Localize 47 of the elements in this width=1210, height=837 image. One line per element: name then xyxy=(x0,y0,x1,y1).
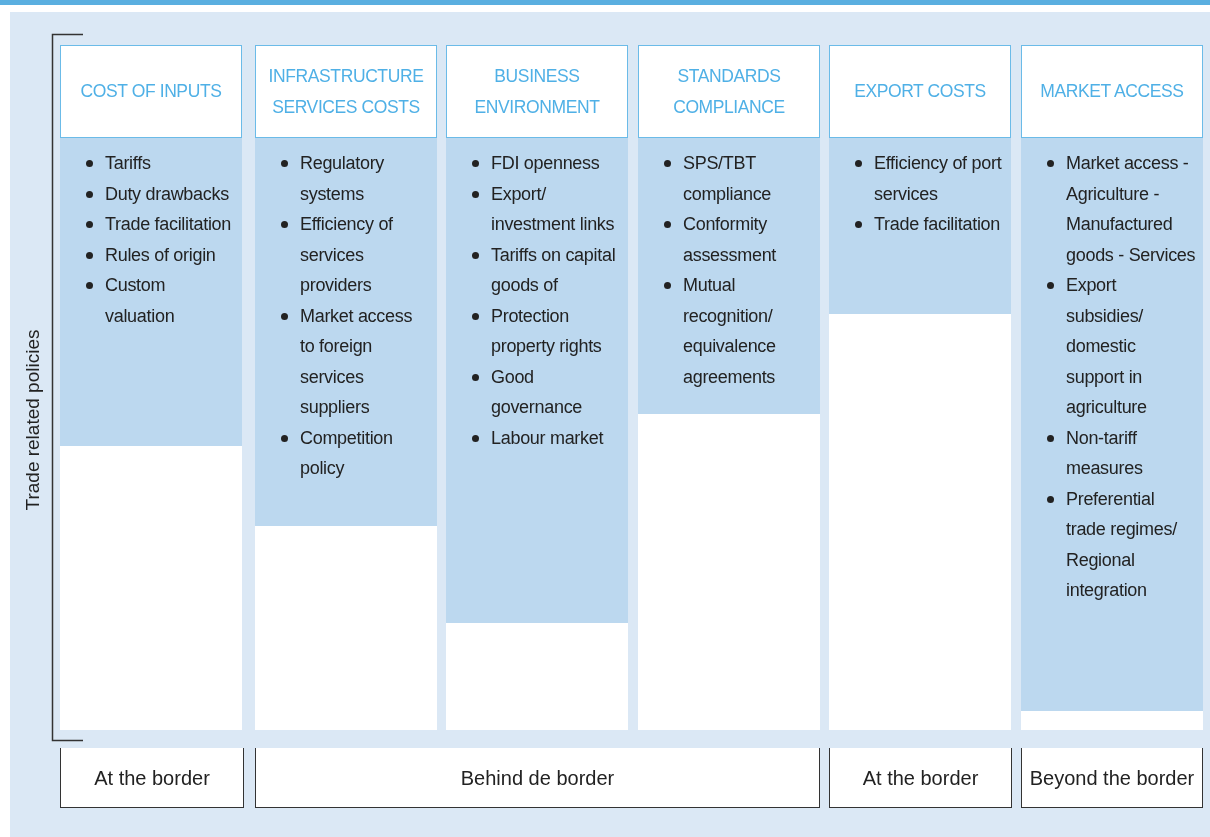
list-item: FDI openness xyxy=(491,152,600,175)
border-category-box: At the border xyxy=(829,748,1012,808)
policy-list xyxy=(255,138,437,526)
list-item: Trade facilitation xyxy=(874,213,1000,236)
list-item: Protection property rights xyxy=(491,304,603,358)
column-panel xyxy=(446,45,628,730)
category-header: INFRASTRUCTURE SERVICES COSTS xyxy=(255,45,437,138)
border-category-box: Beyond the border xyxy=(1021,748,1203,808)
list-item: Trade facilitation xyxy=(105,213,231,236)
border-category-box: At the border xyxy=(60,748,244,808)
list-item: Tariffs on capital goods of xyxy=(491,243,617,297)
category-header: EXPORT COSTS xyxy=(829,45,1011,138)
column-panel xyxy=(60,45,242,730)
list-item: Non-tariff measures xyxy=(1066,426,1144,480)
policy-list xyxy=(446,138,628,623)
policy-list xyxy=(829,138,1011,314)
list-item: Custom valuation xyxy=(105,274,176,328)
list-item: Regulatory systems xyxy=(300,152,386,206)
list-item: Tariffs xyxy=(105,152,151,175)
category-header: MARKET ACCESS xyxy=(1021,45,1203,138)
column-panel xyxy=(1021,45,1203,730)
list-item: SPS/TBT compliance xyxy=(683,152,773,206)
list-item: Conformity assessment xyxy=(683,213,778,267)
policy-list xyxy=(638,138,820,414)
list-item: Good governance xyxy=(491,365,584,419)
column-panel xyxy=(829,45,1011,730)
list-item: Competition policy xyxy=(300,426,394,480)
policy-list xyxy=(1021,138,1203,711)
list-item: Export/ investment links xyxy=(491,182,616,236)
category-header: BUSINESS ENVIRONMENT xyxy=(446,45,628,138)
list-item: Duty drawbacks xyxy=(105,182,229,206)
list-item: Export subsidies/ domestic support in agriculture xyxy=(1066,274,1148,419)
list-item: Market access - Agriculture - Manufactured goods - Services xyxy=(1066,152,1197,267)
list-item: Efficiency of port services xyxy=(874,152,1003,206)
axis-label: Trade related policies xyxy=(20,329,44,511)
border-category-box: Behind de border xyxy=(255,748,820,808)
list-item: Efficiency of services providers xyxy=(300,213,394,297)
column-panel xyxy=(638,45,820,730)
list-item: Market access to foreign services suppliers xyxy=(300,304,414,419)
policy-list xyxy=(60,138,242,446)
list-item: Rules of origin xyxy=(105,243,216,267)
category-header: STANDARDS COMPLIANCE xyxy=(638,45,820,138)
column-panel xyxy=(255,45,437,730)
list-item: Labour market xyxy=(491,426,604,450)
list-item: Preferential trade regimes/ Regional integration xyxy=(1066,487,1178,602)
category-header: COST OF INPUTS xyxy=(60,45,242,138)
list-item: Mutual recognition/ equivalence agreements xyxy=(683,274,777,389)
